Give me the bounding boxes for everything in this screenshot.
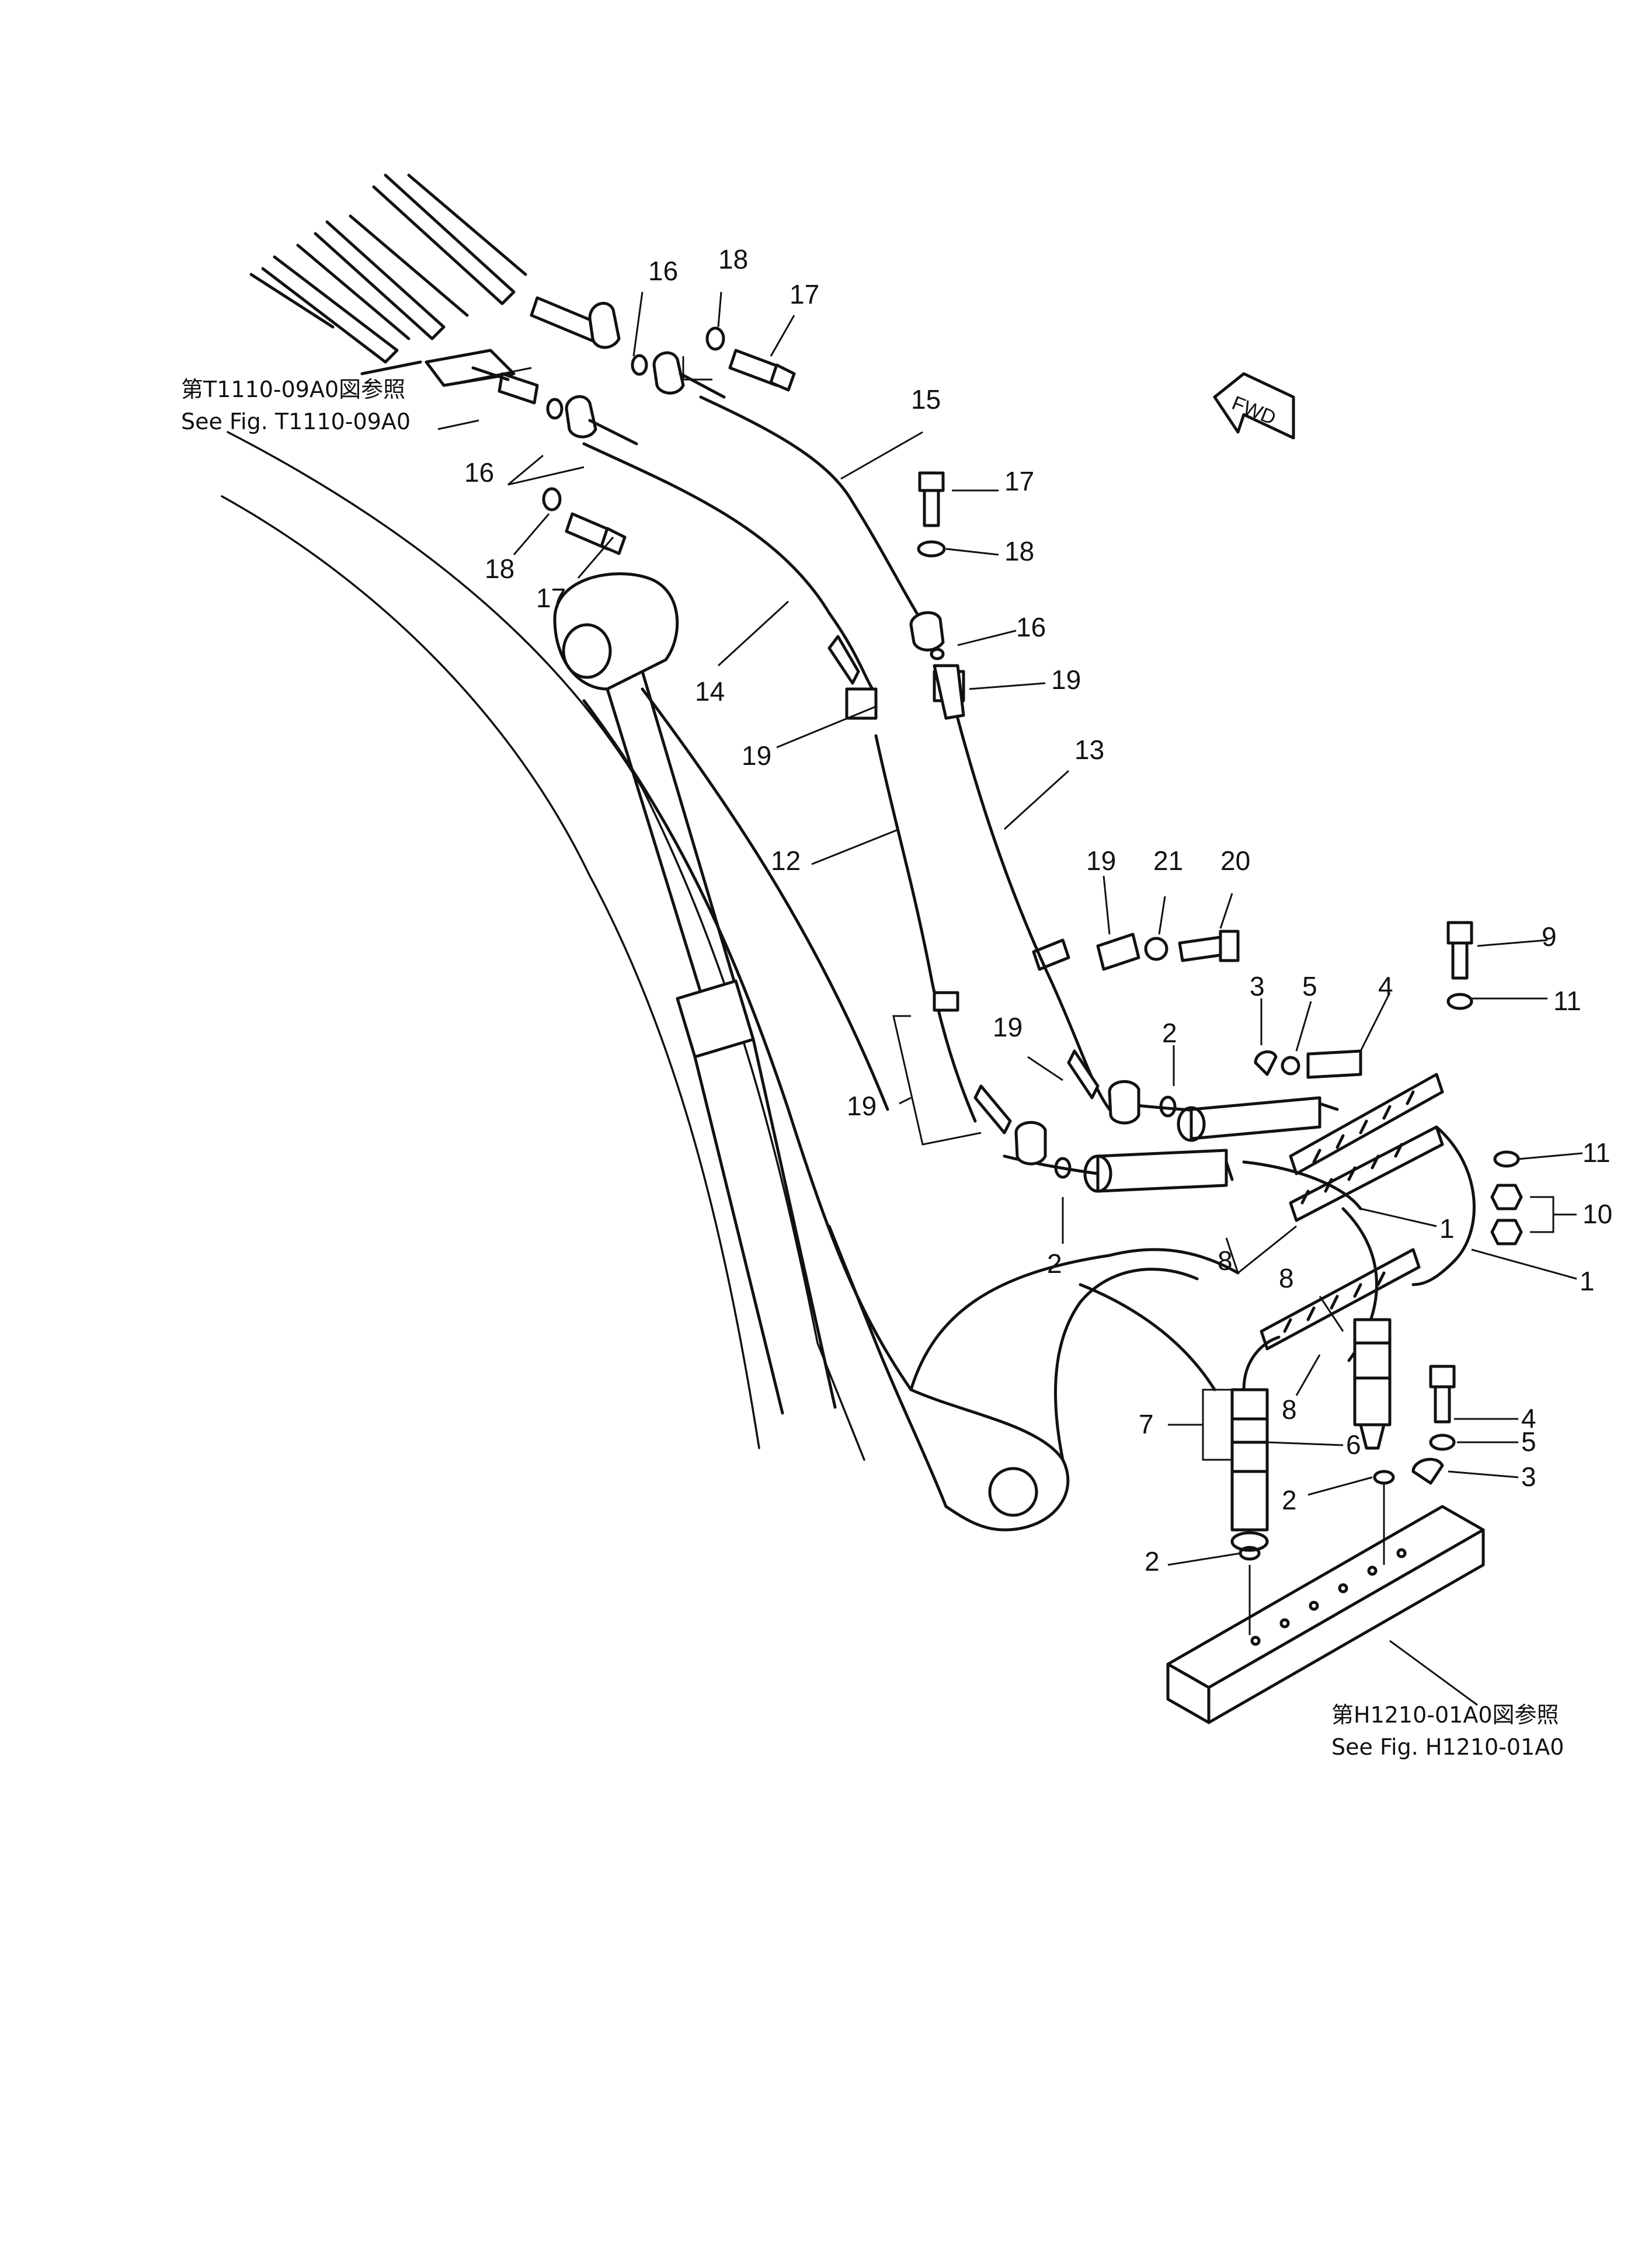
reference-en-label: See Fig. H1210-01A0 (1331, 1734, 1564, 1760)
part-label-19: 19 (1086, 846, 1116, 876)
frame-member (1166, 1483, 1485, 1724)
part-label-8: 8 (1218, 1245, 1233, 1276)
reference-note-top-left: 第T1110-09A0図参照 See Fig. T1110-09A0 (181, 377, 411, 434)
pin-set-upper (1254, 1049, 1362, 1079)
bucket-cylinder (553, 572, 837, 1415)
part-label-1: 1 (1580, 1266, 1595, 1296)
tube-clamps (933, 991, 1177, 1179)
hose-lines (582, 395, 1286, 1181)
part-label-10: 10 (1583, 1199, 1612, 1229)
part-label-4: 4 (1378, 971, 1393, 1001)
part-label-9: 9 (1542, 921, 1557, 952)
leader-lines (437, 291, 1583, 1706)
forward-arrow-icon (1213, 372, 1295, 440)
part-label-19: 19 (847, 1091, 877, 1121)
part-label-17: 17 (536, 583, 566, 613)
part-label-17: 17 (790, 279, 819, 309)
part-number-labels: 16 18 17 15 16 18 17 17 18 16 14 19 19 1… (464, 244, 1612, 1577)
arm-structure (221, 431, 1240, 1532)
part-label-8: 8 (1279, 1263, 1294, 1293)
part-label-7: 7 (1139, 1409, 1154, 1439)
part-label-11: 11 (1583, 1137, 1611, 1168)
bolt-stack-right (827, 471, 965, 720)
part-label-14: 14 (695, 676, 725, 707)
part-label-8: 8 (1282, 1394, 1297, 1425)
reference-note-bottom-right: 第H1210-01A0図参照 See Fig. H1210-01A0 (1331, 1702, 1564, 1760)
part-label-2: 2 (1282, 1485, 1297, 1515)
swivel-joints (1083, 1096, 1339, 1193)
part-label-5: 5 (1521, 1427, 1536, 1457)
part-label-15: 15 (911, 384, 941, 415)
part-label-13: 13 (1074, 735, 1104, 765)
part-label-16: 16 (1016, 612, 1046, 642)
part-label-16: 16 (648, 256, 678, 286)
part-label-2: 2 (1145, 1546, 1160, 1577)
swivel-lower (1230, 1318, 1392, 1552)
forward-direction-badge: FWD (1213, 372, 1295, 440)
part-label-19: 19 (993, 1012, 1022, 1042)
part-label-2: 2 (1047, 1248, 1062, 1279)
part-label-20: 20 (1220, 846, 1250, 876)
part-label-4: 4 (1521, 1403, 1536, 1434)
part-label-2: 2 (1162, 1018, 1177, 1048)
part-label-18: 18 (1004, 536, 1034, 566)
reference-jp-label: 第T1110-09A0図参照 (181, 377, 405, 402)
part-label-6: 6 (1346, 1429, 1361, 1460)
part-label-12: 12 (771, 846, 801, 876)
clamp-bolt-assembly (1032, 930, 1240, 971)
clamp-bands (1242, 1073, 1476, 1362)
bucket-teeth (249, 173, 527, 387)
part-label-5: 5 (1302, 971, 1317, 1001)
part-label-19: 19 (1051, 664, 1081, 695)
part-label-11: 11 (1553, 986, 1581, 1016)
part-label-17: 17 (1004, 466, 1034, 496)
fastener-set-right (1446, 921, 1523, 1245)
part-label-18: 18 (485, 554, 514, 584)
part-label-18: 18 (718, 244, 748, 274)
part-label-3: 3 (1521, 1462, 1536, 1492)
upper-fittings (471, 296, 796, 555)
reference-en-label: See Fig. T1110-09A0 (181, 409, 411, 434)
part-label-1: 1 (1439, 1213, 1455, 1244)
pin-set-lower (1239, 1365, 1456, 1561)
part-label-3: 3 (1250, 971, 1265, 1001)
part-label-21: 21 (1153, 846, 1183, 876)
part-label-16: 16 (464, 457, 494, 488)
reference-jp-label: 第H1210-01A0図参照 (1331, 1702, 1559, 1728)
part-label-19: 19 (742, 740, 771, 771)
